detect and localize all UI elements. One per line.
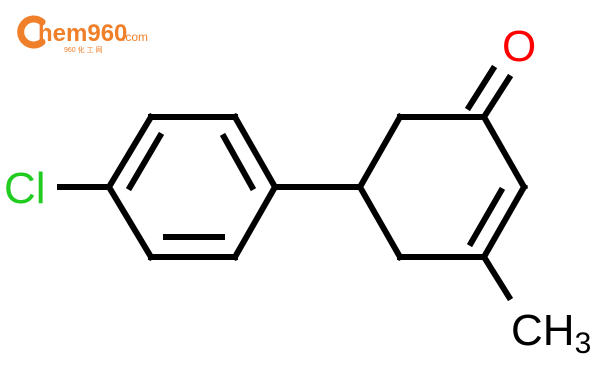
atom-methyl-ch: CH: [511, 306, 575, 355]
bond-ring-4: [230, 182, 280, 262]
logo-brand-text: hem960: [38, 20, 127, 47]
bond-c-o-2: [464, 64, 498, 112]
atom-methyl-subscript: 3: [575, 327, 592, 360]
bond-c1-c2: [479, 112, 529, 192]
bond-c-o-1: [479, 73, 514, 122]
bond-c2-c3-double: [466, 186, 506, 248]
bond-c4-c5: [355, 182, 405, 262]
bond-ring-1: [104, 112, 156, 192]
bond-c5-c6: [355, 112, 405, 192]
logo-c-arc: [17, 15, 46, 49]
atom-oxygen: O: [502, 22, 536, 71]
cyclohexenone-ring: [355, 112, 529, 262]
bond-c3-methyl: [479, 252, 514, 302]
bond-ring-3: [230, 112, 280, 192]
bond-ring-6: [104, 182, 156, 262]
chlorophenyl-ring: [104, 112, 280, 262]
chem960-logo: hem960 .com 960 化 工 网: [17, 15, 148, 54]
bond-ring-inner-1: [125, 131, 165, 192]
atom-methyl: CH3: [511, 306, 591, 360]
logo-subtext: 960 化 工 网: [64, 45, 103, 54]
bond-ring-inner-3: [219, 132, 257, 192]
logo-domain-text: .com: [122, 30, 148, 44]
atom-chlorine: Cl: [4, 164, 46, 213]
bond-c2-c3: [479, 182, 529, 262]
